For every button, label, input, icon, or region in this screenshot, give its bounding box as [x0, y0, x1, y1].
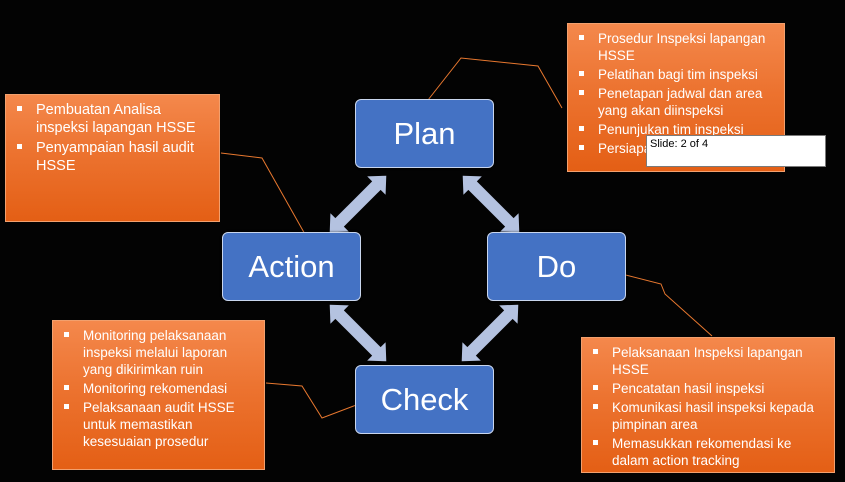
note-do-item: Pencatatan hasil inspeksi: [590, 380, 826, 397]
node-do[interactable]: Do: [487, 232, 626, 301]
arrow-plan-do: [462, 175, 520, 233]
arrow-plan-action: [329, 175, 387, 233]
note-check-item: Monitoring rekomendasi: [61, 380, 256, 397]
note-do-item: Komunikasi hasil inspeksi kepada pimpina…: [590, 399, 826, 433]
note-check-item: Pelaksanaan audit HSSE untuk memastikan …: [61, 399, 256, 450]
note-plan-item: Pelatihan bagi tim inspeksi: [576, 66, 776, 83]
note-action[interactable]: Pembuatan Analisa inspeksi lapangan HSSE…: [5, 94, 220, 222]
arrow-action-check: [329, 304, 387, 362]
note-action-item: Pembuatan Analisa inspeksi lapangan HSSE: [14, 101, 211, 137]
arrow-do-check: [461, 304, 519, 362]
slide-tooltip: Slide: 2 of 4: [646, 135, 826, 167]
note-do[interactable]: Pelaksanaan Inspeksi lapangan HSSE Penca…: [581, 337, 835, 473]
note-plan-item: Penunjukan tim inspeksi: [576, 121, 776, 138]
leader-line-plan: [427, 57, 563, 109]
note-do-item: Memasukkan rekomendasi ke dalam action t…: [590, 435, 826, 469]
note-do-item: Pelaksanaan Inspeksi lapangan HSSE: [590, 344, 826, 378]
node-check[interactable]: Check: [355, 365, 494, 434]
leader-line-check: [265, 382, 381, 419]
note-check-item: Monitoring pelaksanaan inspeksi melalui …: [61, 327, 256, 378]
note-plan-item: Prosedur Inspeksi lapangan HSSE: [576, 30, 776, 64]
note-plan-item: Penetapan jadwal dan area yang akan diin…: [576, 85, 776, 119]
note-plan-item: Persiapan: [576, 140, 776, 157]
node-plan[interactable]: Plan: [355, 99, 494, 168]
node-action[interactable]: Action: [222, 232, 361, 301]
leader-line-action: [220, 152, 307, 237]
note-action-item: Penyampaian hasil audit HSSE: [14, 139, 211, 175]
note-check[interactable]: Monitoring pelaksanaan inspeksi melalui …: [52, 320, 265, 470]
